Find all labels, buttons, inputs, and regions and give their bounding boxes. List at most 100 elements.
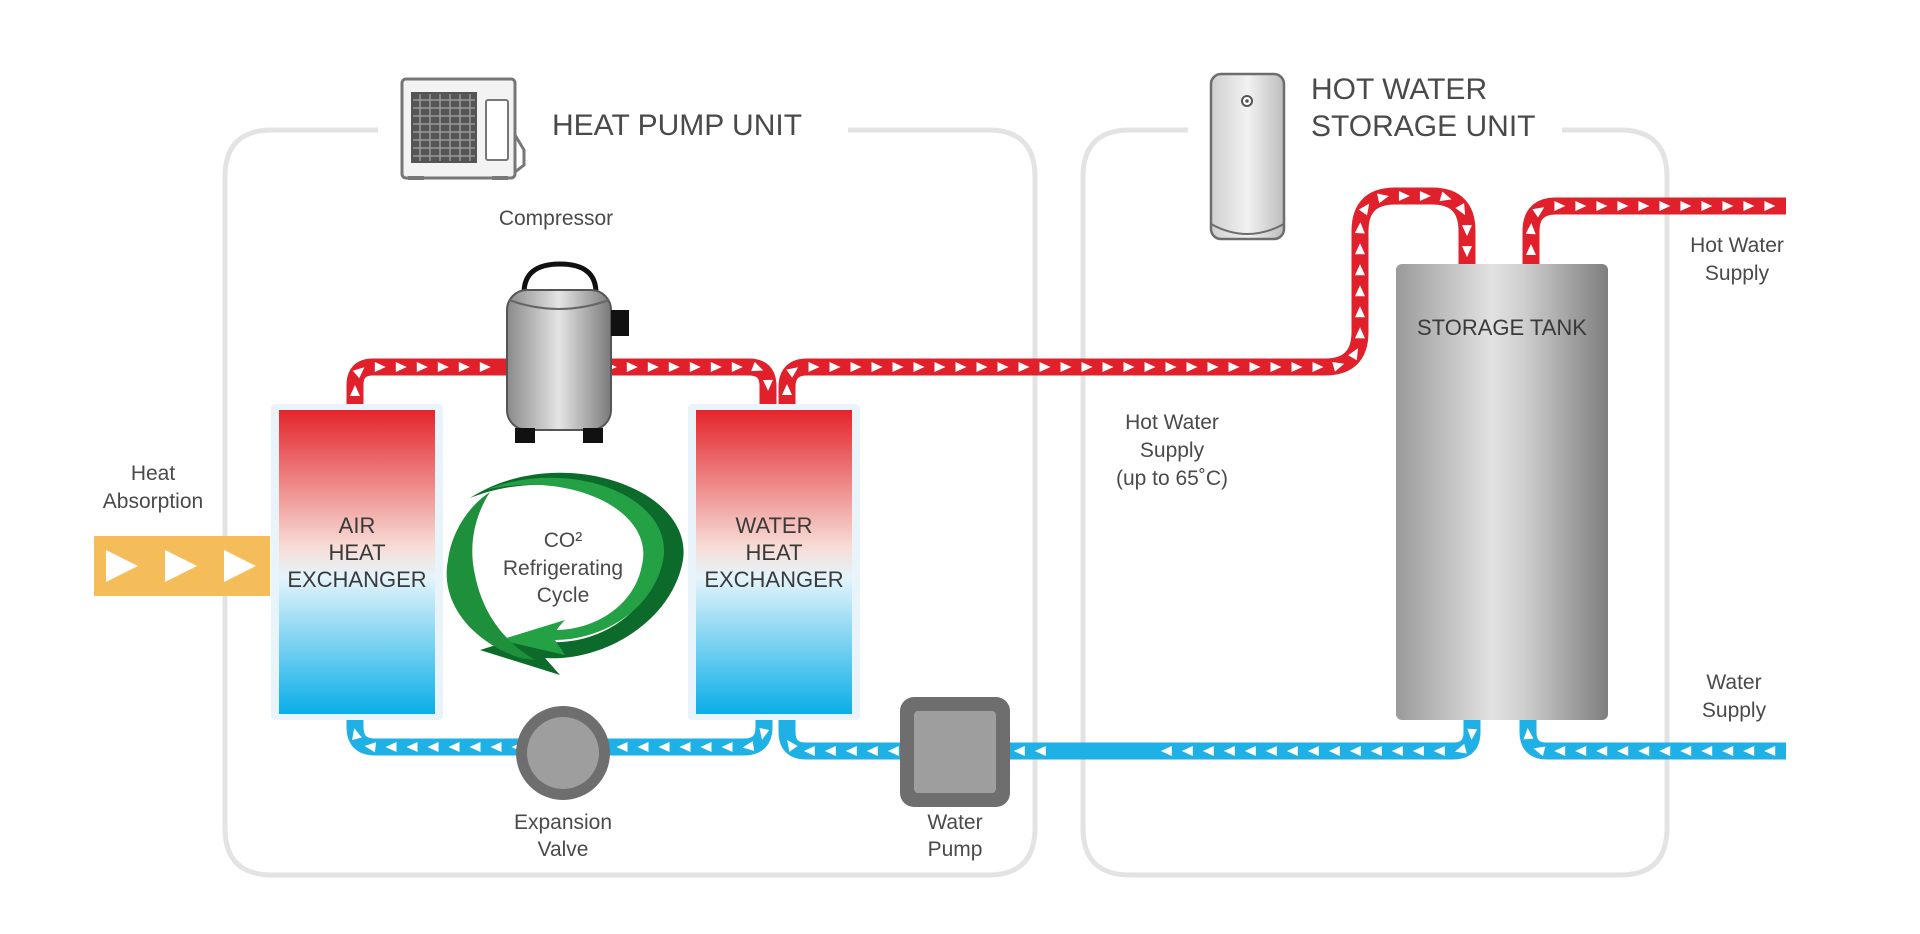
flow-arrow-mark	[352, 367, 365, 379]
storage-unit-title-line2: STORAGE UNIT	[1311, 110, 1535, 143]
flow-arrow-mark	[352, 728, 362, 741]
flow-arrow-mark	[1270, 362, 1282, 372]
hot-water-supply-mid-line1: Hot Water	[1125, 411, 1219, 434]
flow-arrow-mark	[1348, 348, 1359, 361]
flow-arrow-mark	[1223, 746, 1235, 756]
flow-arrow-mark	[1228, 362, 1240, 372]
flow-arrow-mark	[1018, 362, 1030, 372]
water-hx-label-line2: HEAT	[745, 540, 802, 565]
flow-arrow-mark	[731, 362, 743, 372]
heat-absorption-label-line1: Heat	[131, 462, 176, 485]
flow-arrow-mark	[427, 742, 439, 752]
flow-arrow-mark	[1123, 362, 1135, 372]
flow-arrow-mark	[1764, 746, 1776, 756]
flow-arrow-mark	[710, 362, 722, 372]
flow-arrow-mark	[616, 742, 628, 752]
water-heat-exchanger	[688, 404, 860, 720]
water-supply-in-line2: Supply	[1702, 699, 1767, 722]
flow-arrow-mark	[1533, 746, 1546, 757]
flow-arrow-mark	[1265, 746, 1277, 756]
flow-arrow-mark	[637, 742, 649, 752]
flow-arrow-mark	[1532, 207, 1545, 218]
flow-arrow-mark	[742, 740, 755, 751]
compressor-label: Compressor	[499, 207, 613, 230]
air-hx-label-line2: HEAT	[328, 540, 385, 565]
flow-arrow-mark	[395, 362, 407, 372]
flow-arrow-mark	[1455, 203, 1466, 216]
flow-arrow-mark	[782, 384, 792, 395]
flow-arrow-mark	[385, 742, 397, 752]
water-pump-label-line1: Water	[927, 811, 982, 834]
flow-arrow-mark	[1743, 746, 1755, 756]
flow-arrow-mark	[1307, 746, 1319, 756]
flow-arrow-mark	[1554, 746, 1566, 756]
storage-tank-label: STORAGE TANK	[1417, 315, 1587, 340]
flow-arrow-mark	[1207, 362, 1219, 372]
flow-arrow-mark	[1165, 362, 1177, 372]
flow-arrow-mark	[1722, 201, 1734, 211]
cycle-label-line2: Refrigerating	[503, 557, 623, 580]
flow-arrow-mark	[1291, 362, 1303, 372]
flow-arrow-mark	[866, 746, 878, 756]
flow-arrow-mark	[1181, 746, 1193, 756]
flow-arrow-mark	[1764, 201, 1776, 211]
flow-arrow-mark	[887, 746, 899, 756]
heat-absorption-label-line2: Absorption	[103, 490, 203, 513]
water-pump-label-line2: Pump	[928, 838, 983, 861]
cold-water-inlet-pipe	[1519, 720, 1786, 760]
flow-arrow-mark	[1081, 362, 1093, 372]
flow-arrow-mark	[1160, 746, 1172, 756]
flow-arrow-mark	[1462, 246, 1472, 258]
flow-arrow-mark	[1034, 746, 1046, 756]
flow-arrow-mark	[458, 362, 470, 372]
flow-arrow-mark	[1060, 362, 1072, 372]
hot-water-supply-out-line2: Supply	[1705, 262, 1770, 285]
flow-arrow-mark	[679, 742, 691, 752]
flow-arrow-mark	[1349, 746, 1361, 756]
water-hx-label-line1: WATER	[736, 513, 813, 538]
flow-arrow-mark	[1617, 201, 1629, 211]
storage-unit-frame	[1080, 127, 1670, 878]
hot-water-supply-mid-line3: (up to 65˚C)	[1116, 467, 1228, 490]
flow-arrow-mark	[803, 746, 815, 756]
flow-arrow-mark	[955, 362, 967, 372]
flow-arrow-mark	[1102, 362, 1114, 372]
air-heat-exchanger	[271, 404, 443, 720]
flow-arrow-mark	[1596, 201, 1608, 211]
water-hx-label-line3: EXCHANGER	[704, 567, 843, 592]
compressor-icon	[506, 261, 629, 443]
flow-arrow-mark	[751, 361, 764, 372]
outdoor-unit-icon	[400, 77, 526, 180]
flow-arrow-mark	[1722, 746, 1734, 756]
flow-arrow-mark	[1039, 362, 1051, 372]
flow-arrow-mark	[1391, 746, 1403, 756]
air-hx-label-line3: EXCHANGER	[287, 567, 426, 592]
expansion-valve-label-line2: Valve	[538, 838, 589, 861]
flow-arrow-mark	[1312, 362, 1324, 372]
flow-arrow-mark	[1419, 191, 1431, 201]
flow-arrow-mark	[626, 362, 638, 372]
water-pump-icon	[900, 697, 1010, 807]
water-heater-icon	[1209, 72, 1286, 241]
flow-arrow-mark	[997, 362, 1009, 372]
flow-arrow-mark	[1554, 201, 1566, 211]
flow-arrow-mark	[850, 362, 862, 372]
flow-arrow-mark	[1370, 746, 1382, 756]
cycle-label-line3: Cycle	[537, 584, 590, 607]
flow-arrow-mark	[1659, 746, 1671, 756]
flow-arrow-mark	[1439, 191, 1452, 202]
flow-arrow-mark	[689, 362, 701, 372]
flow-arrow-mark	[1358, 203, 1370, 216]
storage-tank	[1396, 264, 1608, 720]
hot-water-supply-out-line1: Hot Water	[1690, 234, 1784, 257]
flow-arrow-mark	[1680, 746, 1692, 756]
flow-arrow-mark	[700, 742, 712, 752]
flow-arrow-mark	[1525, 223, 1536, 235]
flow-arrow-mark	[1144, 362, 1156, 372]
flow-arrow-mark	[1659, 201, 1671, 211]
flow-arrow-mark	[406, 742, 418, 752]
water-supply-in-line1: Water	[1706, 671, 1761, 694]
flow-arrow-mark	[490, 742, 502, 752]
